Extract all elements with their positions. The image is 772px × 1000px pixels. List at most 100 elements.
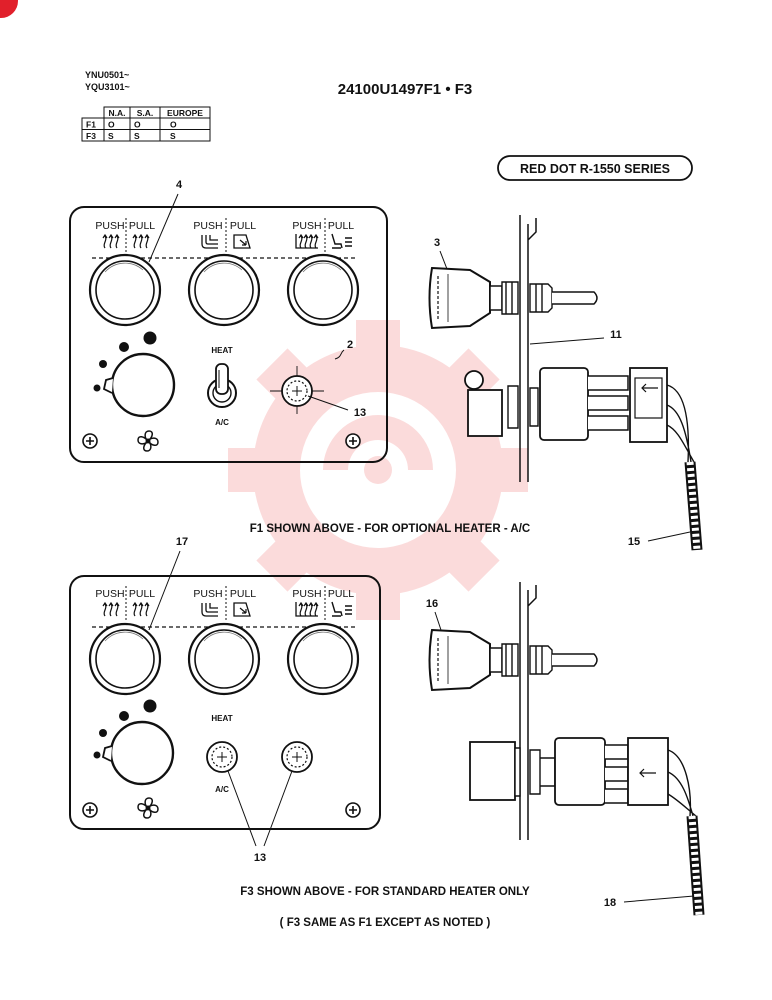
callout-lower-harness: 18 — [604, 897, 616, 909]
callout-upper-plate: 11 — [610, 329, 622, 341]
callout-upper-knob: 4 — [176, 179, 183, 191]
control-knob-right — [286, 622, 360, 696]
toggle-nuts — [507, 385, 539, 429]
windshield-icon — [233, 234, 251, 249]
pull-label: PULL — [129, 588, 155, 600]
pull-label: PULL — [129, 220, 155, 232]
upper-panel-outline — [69, 206, 388, 463]
corner-mark — [0, 0, 18, 18]
caption-f1: F1 SHOWN ABOVE - FOR OPTIONAL HEATER - A… — [250, 523, 530, 535]
fan-icon — [137, 430, 159, 452]
heat-label: HEAT — [211, 714, 232, 723]
seat-icon — [331, 233, 353, 249]
switch-body — [554, 737, 606, 806]
pull-knob-side — [428, 629, 598, 691]
pull-label: PULL — [230, 588, 256, 600]
switch-terminals — [588, 375, 629, 431]
serial-line-2: YQU3101~ — [85, 82, 130, 92]
control-knob-center — [187, 253, 261, 327]
indicator-cap-side — [469, 741, 516, 801]
speed-dot — [119, 342, 129, 352]
upper-switch-side-view — [428, 215, 703, 551]
connector-arrow — [639, 768, 656, 778]
heat-flow-icon — [103, 235, 119, 248]
seat-icon — [331, 601, 353, 617]
wire-harness-wrap — [686, 461, 701, 551]
defrost-icon — [201, 234, 219, 249]
leader-line — [529, 337, 605, 345]
table-cell: S — [134, 131, 140, 141]
pull-knob-side — [428, 267, 598, 329]
lower-control-panel: PUSH PULL PUSH PULL PUSH PULL HEAT A/C — [69, 575, 381, 830]
control-knob-right — [286, 253, 360, 327]
heat-flow-icon — [133, 235, 149, 248]
mounting-plate — [519, 582, 537, 840]
caption-f3: F3 SHOWN ABOVE - FOR STANDARD HEATER ONL… — [240, 886, 530, 898]
wire-connector — [629, 367, 668, 443]
windshield-icon — [233, 602, 251, 617]
page-title: 24100U1497F1 • F3 — [338, 81, 473, 98]
callout-upper-side-knob: 3 — [434, 237, 440, 249]
label-dividers — [125, 218, 326, 252]
leader-line — [148, 550, 181, 631]
push-label: PUSH — [292, 588, 321, 600]
heat-flow-icon — [103, 603, 119, 616]
table-row-label: F3 — [86, 131, 96, 141]
table-col-na: N.A. — [109, 108, 126, 118]
pull-label: PULL — [230, 220, 256, 232]
floor-heat-icon — [296, 234, 318, 248]
connector-arrow — [641, 383, 658, 393]
speed-dot — [99, 360, 107, 368]
switch-body — [539, 367, 589, 441]
pull-label: PULL — [328, 220, 354, 232]
speed-dot — [99, 729, 107, 737]
speed-dot — [143, 699, 157, 713]
applicability-table: N.A. S.A. EUROPE F1 O O O F3 S S S — [81, 106, 211, 142]
table-cell: O — [170, 120, 177, 130]
push-label: PUSH — [193, 220, 222, 232]
upper-control-panel: PUSH PULL PUSH PULL PUSH PULL HEAT A/C — [69, 206, 388, 463]
wires — [666, 384, 695, 463]
wire-connector — [627, 737, 669, 806]
leader-line — [227, 770, 293, 847]
heat-flow-icon — [133, 603, 149, 616]
leader-line — [623, 895, 695, 903]
control-knob-left — [88, 253, 162, 327]
table-cell: S — [108, 131, 114, 141]
push-label: PUSH — [292, 220, 321, 232]
callout-upper-panel: 2 — [347, 339, 353, 351]
speed-dot — [143, 331, 157, 345]
indicator-nuts — [514, 747, 556, 797]
ac-label: A/C — [215, 418, 229, 427]
watermark-gear — [228, 320, 528, 620]
wire-harness-wrap — [688, 815, 703, 916]
leader-line — [647, 531, 691, 542]
fan-icon — [137, 797, 159, 819]
ac-label: A/C — [215, 785, 229, 794]
callout-upper-indicator: 13 — [354, 407, 366, 419]
mounting-plate — [519, 215, 537, 482]
callout-lower-side-knob: 16 — [426, 598, 438, 610]
fan-speed-knob — [102, 352, 176, 418]
caption-note: ( F3 SAME AS F1 EXCEPT AS NOTED ) — [280, 917, 491, 929]
wires — [667, 749, 697, 817]
table-col-sa: S.A. — [137, 108, 154, 118]
floor-heat-icon — [296, 602, 318, 616]
switch-terminals — [605, 744, 629, 804]
pull-label: PULL — [328, 588, 354, 600]
push-label: PUSH — [193, 588, 222, 600]
toggle-cap-side — [467, 389, 503, 437]
defrost-icon — [201, 602, 219, 617]
table-col-europe: EUROPE — [167, 108, 203, 118]
leader-line — [334, 349, 345, 360]
screw-icon — [82, 433, 98, 449]
table-cell: O — [134, 120, 141, 130]
control-knob-left — [88, 622, 162, 696]
indicator-light-heat — [206, 741, 238, 773]
table-cell: S — [170, 131, 176, 141]
speed-dot — [119, 711, 129, 721]
callout-lower-indicators: 13 — [254, 852, 266, 864]
table-row-label: F1 — [86, 120, 96, 130]
screw-icon — [82, 802, 98, 818]
